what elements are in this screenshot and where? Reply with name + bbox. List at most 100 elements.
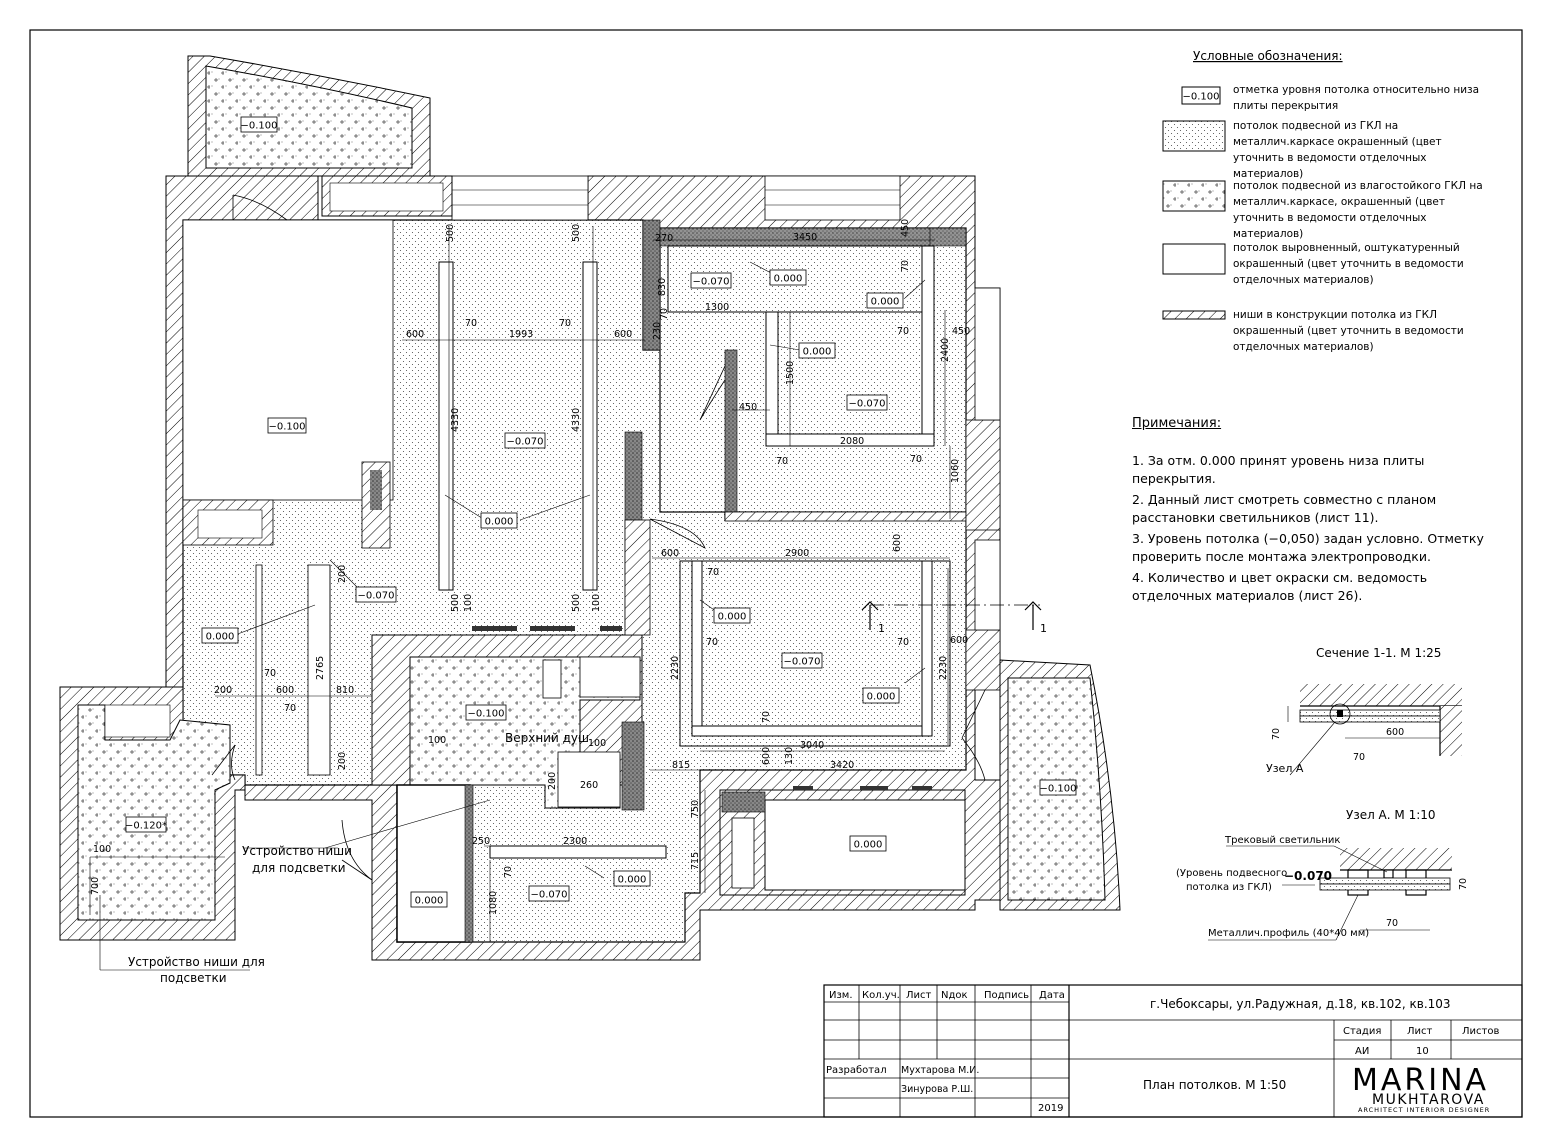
svg-text:(Уровень подвесного: (Уровень подвесного [1176, 868, 1287, 879]
svg-text:70: 70 [264, 668, 276, 679]
svg-text:130: 130 [784, 747, 795, 765]
svg-text:MARINA: MARINA [1352, 1063, 1489, 1098]
svg-text:70: 70 [897, 326, 909, 337]
svg-text:600: 600 [406, 329, 424, 340]
svg-text:200: 200 [337, 752, 348, 770]
svg-text:Узел А: Узел А [1266, 762, 1304, 775]
level-balcony-right: −0.100 [1039, 779, 1077, 796]
node-title: Узел А. М 1:10 [1346, 808, 1436, 822]
svg-text:600: 600 [661, 548, 679, 559]
legend-item-niche: ниши в конструкции потолка из ГКЛ окраше… [1233, 309, 1464, 353]
svg-text:ARCHITECT INTERIOR DESIGNER: ARCHITECT INTERIOR DESIGNER [1358, 1106, 1490, 1114]
sheet-frame [29, 29, 1523, 1118]
svg-text:2400: 2400 [940, 338, 951, 362]
svg-text:0.000: 0.000 [803, 347, 832, 358]
level-room-tr-d: 0.000 [798, 342, 836, 359]
svg-text:10: 10 [1416, 1046, 1429, 1057]
svg-text:потолка из ГКЛ): потолка из ГКЛ) [1186, 882, 1272, 893]
svg-text:450: 450 [900, 219, 911, 237]
svg-text:500: 500 [571, 594, 582, 612]
notes: Примечания: 1. За отм. 0.000 принят уров… [1132, 416, 1492, 608]
level-balcony-top: −0.100 [240, 116, 278, 133]
level-balcony-left: −0.120* [125, 816, 167, 833]
legend-swatch-plaster [1162, 243, 1226, 275]
svg-text:0.000: 0.000 [774, 274, 803, 285]
level-room-tr-e: −0.070 [846, 394, 888, 411]
svg-text:0.000: 0.000 [718, 612, 747, 623]
svg-text:70: 70 [707, 567, 719, 578]
title-block-text: Изм. Кол.уч. Лист Nдок Подпись Дата г.Че… [826, 990, 1499, 1114]
svg-text:−0.070: −0.070 [848, 399, 885, 410]
node-a: Узел А. М 1:10 Трековый светильник (Уров… [1176, 808, 1469, 941]
floor-plan: −0.100 −0.100 −0.070 0.000 −0.070 0.000 … [59, 55, 1121, 985]
svg-text:Стадия: Стадия [1343, 1026, 1381, 1037]
svg-text:2300: 2300 [563, 836, 587, 847]
svg-text:270: 270 [655, 233, 673, 244]
niche-left-label-2: подсветки [160, 971, 227, 985]
svg-text:70: 70 [465, 318, 477, 329]
svg-text:600: 600 [614, 329, 632, 340]
svg-text:1080: 1080 [488, 891, 499, 915]
svg-text:600: 600 [892, 534, 903, 552]
legend-swatch-gkl [1162, 120, 1226, 152]
svg-text:2765: 2765 [315, 656, 326, 680]
svg-text:100: 100 [93, 844, 111, 855]
svg-text:Листов: Листов [1462, 1026, 1499, 1037]
legend-title: Условные обозначения: [1193, 49, 1343, 63]
svg-text:1993: 1993 [509, 329, 533, 340]
level-bath: −0.100 [465, 704, 507, 721]
svg-text:2019: 2019 [1038, 1103, 1063, 1114]
svg-text:Разработал: Разработал [826, 1065, 887, 1076]
section-mark-a: 1 [878, 622, 885, 635]
section-1-1: Сечение 1-1. М 1:25 600 70 70 Узел А [1266, 646, 1462, 776]
section-title: Сечение 1-1. М 1:25 [1316, 646, 1441, 660]
svg-text:−0.070: −0.070 [783, 657, 820, 668]
svg-text:0.000: 0.000 [854, 840, 883, 851]
legend-item-moist-gkl: потолок подвесной из влагостойкого ГКЛ н… [1233, 180, 1483, 240]
svg-text:Nдок: Nдок [941, 990, 968, 1001]
svg-text:70: 70 [503, 866, 514, 878]
svg-text:4330: 4330 [450, 408, 461, 432]
level-room-tr-a: −0.070 [690, 272, 732, 289]
svg-text:70: 70 [897, 637, 909, 648]
svg-text:Подпись: Подпись [984, 990, 1029, 1001]
ceiling-levels: −0.100 −0.100 −0.070 0.000 −0.070 0.000 … [125, 116, 1077, 908]
svg-text:70: 70 [1386, 918, 1398, 929]
svg-text:3420: 3420 [830, 760, 854, 771]
svg-text:250: 250 [472, 836, 490, 847]
svg-text:500: 500 [450, 594, 461, 612]
level-center-room: −0.070 [504, 432, 546, 449]
level-wc: 0.000 [410, 891, 448, 908]
svg-text:3450: 3450 [793, 232, 817, 243]
svg-text:Дата: Дата [1039, 990, 1065, 1001]
svg-text:600: 600 [1386, 727, 1404, 738]
title-block [823, 984, 1523, 1118]
svg-text:2230: 2230 [670, 656, 681, 680]
svg-text:0.000: 0.000 [206, 632, 235, 643]
svg-text:600: 600 [276, 685, 294, 696]
svg-text:−0.100: −0.100 [268, 422, 305, 433]
svg-text:815: 815 [672, 760, 690, 771]
level-corridor-b: −0.070 [528, 885, 570, 902]
svg-text:260: 260 [580, 780, 598, 791]
svg-text:−0.070: −0.070 [357, 591, 394, 602]
svg-text:70: 70 [284, 703, 296, 714]
svg-text:0.000: 0.000 [871, 297, 900, 308]
niche-center-label-1: Устройство ниши [242, 844, 352, 858]
note-1: 1. За отм. 0.000 принят уровень низа пли… [1132, 453, 1425, 486]
niche-left-label-1: Устройство ниши для [128, 955, 265, 969]
svg-text:100: 100 [463, 594, 474, 612]
svg-text:−0.100: −0.100 [467, 709, 504, 720]
legend-level-value: −0.100 [1182, 92, 1219, 103]
svg-text:450: 450 [952, 326, 970, 337]
legend-swatch-niche [1162, 310, 1226, 320]
svg-text:2080: 2080 [840, 436, 864, 447]
svg-text:70: 70 [1271, 728, 1282, 740]
svg-text:0.000: 0.000 [485, 517, 514, 528]
svg-text:2230: 2230 [938, 656, 949, 680]
level-center-niche: 0.000 [480, 512, 518, 529]
svg-text:0.000: 0.000 [415, 896, 444, 907]
level-room-mr-a: 0.000 [713, 607, 751, 624]
svg-text:70: 70 [1353, 752, 1365, 763]
